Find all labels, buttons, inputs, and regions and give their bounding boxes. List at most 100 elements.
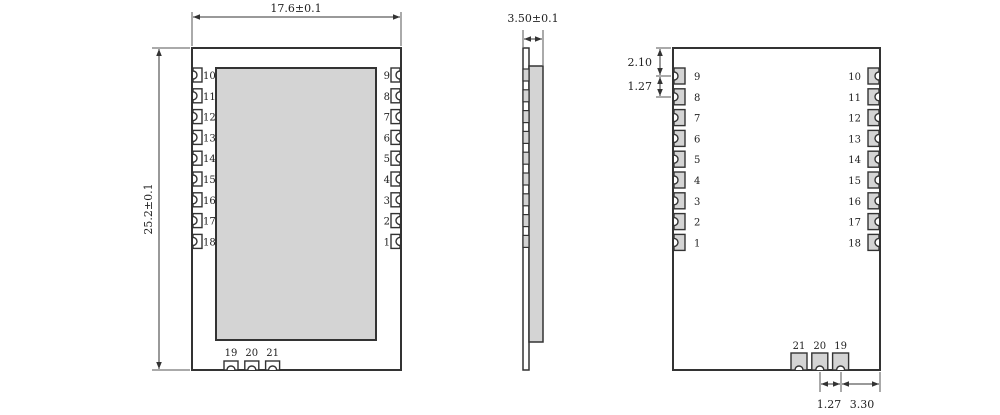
pin-label-14: 14 <box>848 155 861 166</box>
pin-label-8: 8 <box>694 93 700 104</box>
pin-label-8: 8 <box>384 92 390 103</box>
height-dimension-label: 25.2±0.1 <box>142 183 155 234</box>
pad-pin-1: 1 <box>673 233 700 252</box>
pin-label-15: 15 <box>203 175 216 186</box>
side-view: 3.50±0.1 <box>507 12 559 371</box>
side-pad <box>522 151 530 165</box>
top-view-left-pads: 10 11 12 13 14 15 16 17 18 <box>192 67 216 250</box>
pad-pin-18: 18 <box>192 233 216 250</box>
pad-pin-17: 17 <box>848 212 880 231</box>
pin-label-13: 13 <box>203 133 216 144</box>
pin-label-2: 2 <box>384 217 390 228</box>
bottom-view-right-pads: 10 11 12 13 14 15 16 17 18 <box>848 67 880 252</box>
pin-label-21: 21 <box>266 348 279 359</box>
top-view-bottom-pads: 19 20 21 <box>223 348 281 371</box>
pad-pin-1: 1 <box>384 233 401 250</box>
pin-label-9: 9 <box>694 72 700 83</box>
pad-pin-8: 8 <box>673 88 700 106</box>
pin-label-20: 20 <box>245 348 258 359</box>
pin-label-10: 10 <box>848 72 861 83</box>
pin-label-11: 11 <box>203 92 216 103</box>
pad-pin-16: 16 <box>848 192 880 210</box>
pad-pin-3: 3 <box>673 192 700 210</box>
side-pad <box>522 193 530 207</box>
pin-label-17: 17 <box>203 217 216 228</box>
pad-pin-10: 10 <box>848 67 880 85</box>
pin-label-16: 16 <box>848 197 861 208</box>
side-pad <box>522 172 530 186</box>
pin-label-4: 4 <box>384 175 390 186</box>
pad-pin-13: 13 <box>848 129 880 148</box>
pin-label-12: 12 <box>848 114 861 125</box>
pin-label-3: 3 <box>694 197 700 208</box>
pad-pin-14: 14 <box>848 150 880 168</box>
pin-label-3: 3 <box>384 196 390 207</box>
pad-pin-18: 18 <box>848 233 880 252</box>
bottom-pitch-label: 1.27 <box>817 398 842 411</box>
pad-pin-17: 17 <box>192 212 216 229</box>
pad-pin-15: 15 <box>192 171 216 187</box>
pad-pin-3: 3 <box>384 192 401 208</box>
pad-pin-15: 15 <box>848 171 880 189</box>
pin-label-7: 7 <box>694 114 700 125</box>
pin-label-17: 17 <box>848 218 861 229</box>
pin-label-16: 16 <box>203 196 216 207</box>
pad-pin-14: 14 <box>192 150 216 166</box>
side-pad <box>522 214 530 228</box>
pad-pin-21: 21 <box>264 348 281 371</box>
pad-pin-8: 8 <box>384 88 401 104</box>
pin-label-15: 15 <box>848 176 861 187</box>
side-pad <box>522 130 530 144</box>
side-view-pin-pads <box>522 68 530 248</box>
pin-label-2: 2 <box>694 218 700 229</box>
pad-pin-12: 12 <box>848 108 880 127</box>
pad-pin-9: 9 <box>384 67 401 83</box>
edge-dimension-label: 3.30 <box>850 398 875 411</box>
pad-pin-6: 6 <box>384 129 401 146</box>
side-pitch-label: 1.27 <box>628 80 653 93</box>
pad-pin-2: 2 <box>673 212 700 231</box>
pin-label-1: 1 <box>384 237 390 248</box>
pad-pin-21: 21 <box>790 341 808 371</box>
pin1-offset-label: 2.10 <box>628 56 653 69</box>
pad-pin-6: 6 <box>673 129 700 148</box>
pad-pin-11: 11 <box>848 88 880 106</box>
pad-pin-4: 4 <box>384 171 401 187</box>
pin-label-5: 5 <box>694 155 700 166</box>
pad-pin-11: 11 <box>192 88 216 104</box>
pin-label-20: 20 <box>813 341 826 352</box>
pin-label-18: 18 <box>848 238 861 249</box>
pin-label-11: 11 <box>848 93 861 104</box>
pad-pin-19: 19 <box>223 348 239 371</box>
pad-pin-16: 16 <box>192 192 216 208</box>
pin-label-10: 10 <box>203 71 216 82</box>
pad-pin-7: 7 <box>384 108 401 125</box>
thickness-dimension-label: 3.50±0.1 <box>507 12 558 25</box>
pad-pin-5: 5 <box>673 150 700 168</box>
pad-pin-5: 5 <box>384 150 401 166</box>
pin-label-18: 18 <box>203 237 216 248</box>
side-pad <box>522 234 530 248</box>
pin-label-12: 12 <box>203 113 216 124</box>
pad-pin-20: 20 <box>244 348 260 371</box>
pin-label-6: 6 <box>694 134 700 145</box>
pin-label-1: 1 <box>694 238 700 249</box>
pad-pin-13: 13 <box>192 129 216 146</box>
pad-pin-9: 9 <box>673 67 700 85</box>
side-pad <box>522 89 530 103</box>
side-view-shield <box>528 65 544 343</box>
side-pad <box>522 109 530 124</box>
bottom-view-bottom-pads: 21 20 19 <box>790 341 850 371</box>
pin-label-14: 14 <box>203 154 216 165</box>
pin-label-9: 9 <box>384 71 390 82</box>
pin-label-7: 7 <box>384 113 390 124</box>
top-view-right-pads: 9 8 7 6 5 4 3 2 1 <box>384 67 401 250</box>
pin-label-19: 19 <box>834 341 847 352</box>
pad-pin-2: 2 <box>384 212 401 229</box>
shield-can <box>215 67 377 341</box>
pin-label-13: 13 <box>848 134 861 145</box>
